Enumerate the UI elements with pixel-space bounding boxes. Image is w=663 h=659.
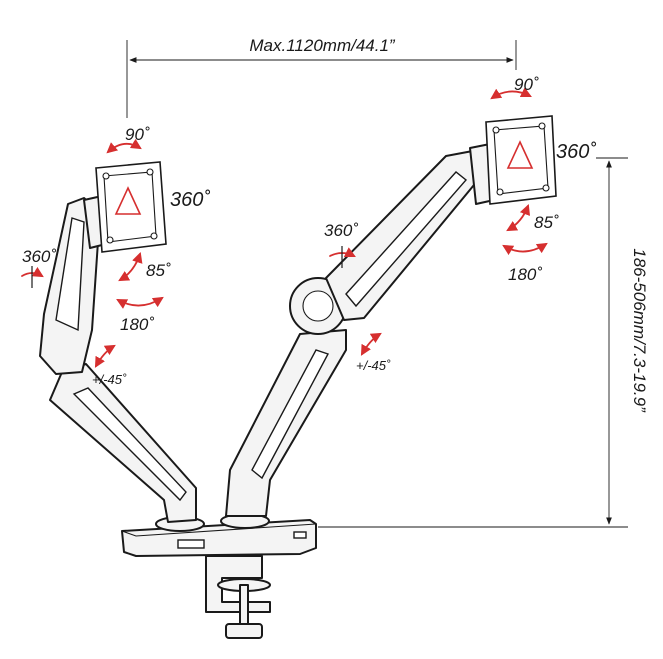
left-rotation-label: 360˚: [170, 189, 210, 211]
right-rotation-triangle: [506, 140, 534, 169]
right-lean-label: +/-45˚: [356, 358, 391, 373]
left-rotation-triangle: [114, 186, 142, 215]
right-lower-arm-slot: [251, 349, 330, 480]
left-tilt-up-label: 90˚: [125, 125, 150, 144]
right-tilt-up-label: 90˚: [514, 75, 539, 94]
left-pan-arrow-icon: [116, 296, 164, 309]
left-lean-label: +/-45˚: [92, 372, 127, 387]
right-vesa-hole-tr: [538, 122, 546, 130]
left-adjustment-indicators: 90˚ 360˚ 360˚ 85˚ 180˚ +/-45˚: [21, 125, 210, 387]
right-pan-label: 180˚: [508, 265, 542, 284]
base-slot-right: [293, 531, 307, 539]
left-lower-arm-slot: [72, 387, 187, 502]
right-vesa-plate: [485, 115, 557, 205]
left-vesa-hole-bl: [106, 236, 114, 244]
height-range-dimension: 186-506mm/7.3-19.9”: [318, 157, 649, 528]
base-slot-left: [177, 539, 205, 549]
right-vesa-hole-br: [542, 184, 550, 192]
right-monitor-arm: [225, 115, 557, 517]
right-tilt-down-label: 85˚: [534, 213, 559, 232]
right-vesa-hole-bl: [496, 188, 504, 196]
left-tilt-down-arrow-icon: [118, 251, 143, 282]
left-vesa-hole-tl: [102, 172, 110, 180]
left-tilt-up-arrow-icon: [106, 138, 142, 154]
c-clamp: [205, 555, 271, 613]
left-vesa-hole-tr: [146, 168, 154, 176]
right-upper-arm-slot: [345, 171, 468, 308]
left-vesa-hole-br: [150, 232, 158, 240]
right-swivel-label: 360˚: [324, 221, 358, 240]
clamp-knob: [225, 623, 263, 639]
max-width-dimension: Max.1120mm/44.1”: [126, 36, 517, 118]
right-rotation-label: 360˚: [556, 141, 596, 163]
right-adjustment-indicators: 90˚ 360˚ 360˚ 85˚ 180˚ +/-45˚: [324, 75, 596, 373]
height-range-label: 186-506mm/7.3-19.9”: [630, 248, 649, 413]
left-lean-arrow-icon: [94, 344, 116, 368]
left-swivel-label: 360˚: [22, 247, 56, 266]
right-tilt-down-arrow-icon: [506, 203, 531, 232]
left-vesa-plate: [95, 161, 167, 253]
left-pan-label: 180˚: [120, 315, 154, 334]
right-tilt-up-arrow-icon: [490, 87, 532, 100]
left-tilt-down-label: 85˚: [146, 261, 171, 280]
right-vesa-hole-tl: [492, 126, 500, 134]
max-width-label: Max.1120mm/44.1”: [249, 36, 396, 55]
right-lean-arrow-icon: [360, 332, 382, 356]
left-monitor-arm: [39, 161, 197, 523]
clamp-screw: [239, 584, 249, 626]
left-upper-arm-slot: [55, 217, 85, 332]
right-pan-arrow-icon: [502, 242, 548, 256]
desk-base-clamp: [121, 513, 317, 639]
right-elbow-hole: [302, 290, 334, 322]
